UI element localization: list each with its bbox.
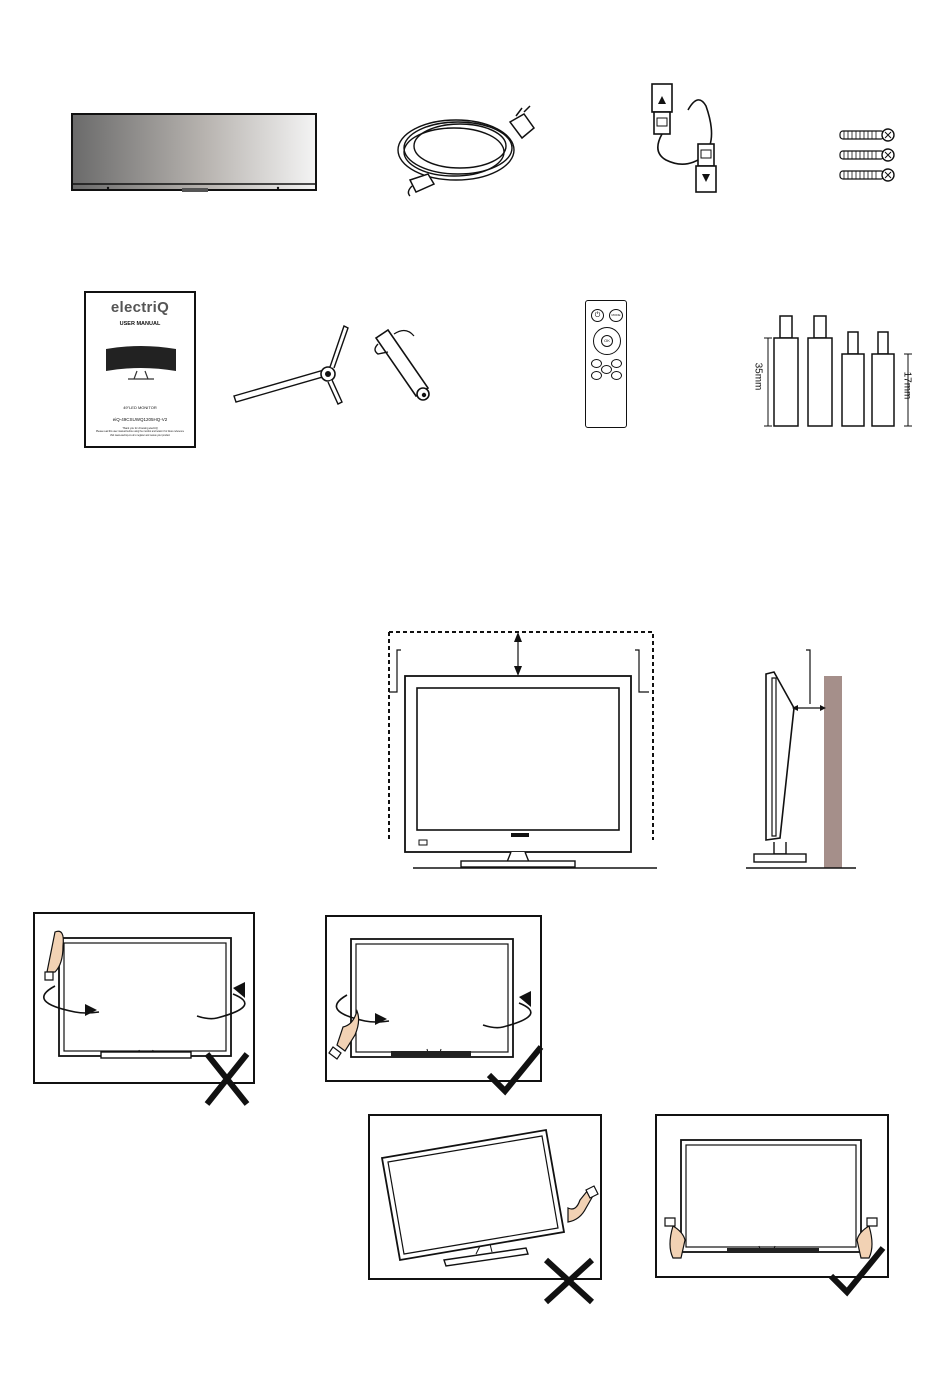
screws-illustration: [838, 128, 898, 190]
power-cable-illustration: [392, 92, 542, 197]
standoff-long-label: 35mm: [753, 357, 764, 397]
remote-mode-button: MODE: [609, 309, 623, 322]
user-manual-booklet: electriQ USER MANUAL 49"LED MONITOR eiQ-…: [84, 291, 196, 448]
ventilation-clearance-front-diagram: [385, 628, 665, 872]
manual-model-heading: 49"LED MONITOR: [86, 405, 194, 410]
standoff-short-label: 17mm: [902, 366, 913, 406]
ventilation-clearance-side-diagram: [746, 646, 861, 872]
manual-fine-print-1: Thank you for choosing electriQ: [90, 427, 190, 430]
remote-power-button: ⏻: [591, 309, 604, 322]
manual-model-number: eiQ-49CSUWQ1205HQ-V2: [86, 417, 194, 422]
monitor-panel-illustration: [70, 112, 320, 194]
handling-wrong-rotate-panel: [33, 912, 255, 1112]
remote-dpad: OK: [593, 327, 621, 355]
handling-correct-carry-panel: [655, 1114, 895, 1304]
handling-wrong-tilt-panel: [368, 1114, 603, 1306]
manual-fine-print-2: Please read this user manual before usin…: [90, 431, 190, 434]
remote-control: ⏻ MODE OK: [585, 300, 627, 428]
remote-ok-button: OK: [601, 335, 613, 347]
manual-title: USER MANUAL: [86, 321, 194, 327]
remote-back-button: [611, 359, 622, 368]
standoffs-illustration: [752, 310, 920, 432]
remote-mute-button: [591, 371, 602, 380]
remote-menu-button: [591, 359, 602, 368]
manual-cover-monitor-image: [104, 345, 178, 381]
handling-correct-rotate-panel: [325, 915, 550, 1105]
manual-brand-logo: electriQ: [86, 299, 194, 316]
displayport-cable-illustration: [640, 80, 730, 198]
manual-fine-print-3: Visit www.electriq.co.uk to register and…: [90, 435, 190, 438]
stand-base-illustration: [230, 322, 355, 406]
remote-source-button: [601, 365, 612, 374]
remote-input-button: [611, 371, 622, 380]
stand-neck-illustration: [366, 322, 446, 406]
